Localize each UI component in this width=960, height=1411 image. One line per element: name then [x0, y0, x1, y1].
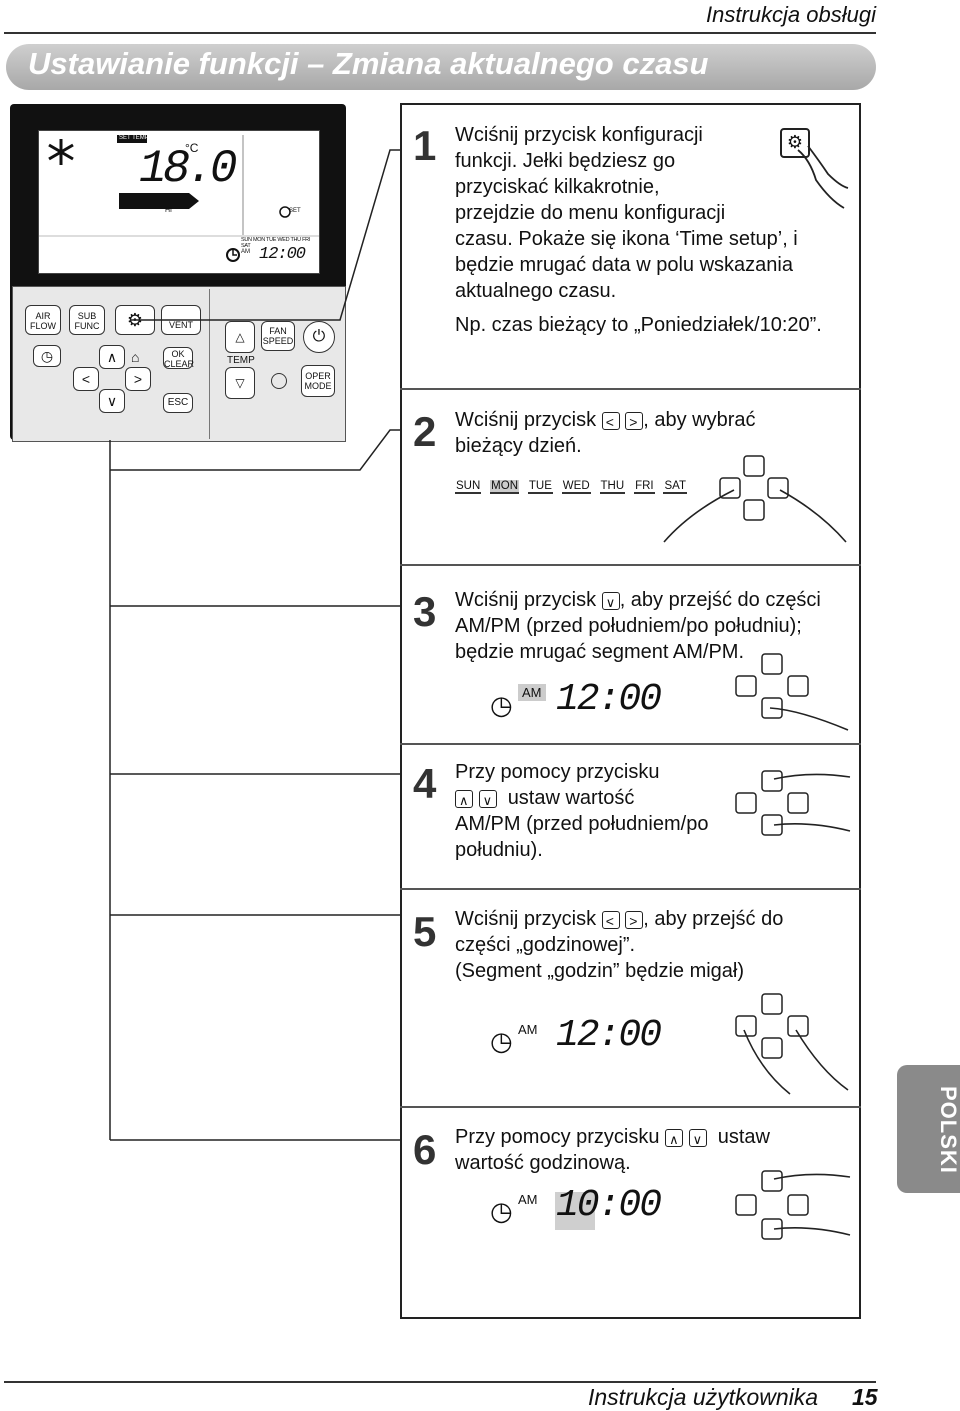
- up-button[interactable]: ∧: [99, 345, 125, 369]
- esc-button[interactable]: ESC: [163, 393, 193, 413]
- power-button[interactable]: ⏻: [303, 321, 335, 353]
- up-key-icon: ∧: [455, 789, 473, 808]
- right-button[interactable]: >: [125, 367, 151, 391]
- step-2-day-row: SUN MON TUE WED THU FRI SAT: [455, 480, 687, 494]
- lcd-set-label: SET: [289, 208, 301, 214]
- lcd-day-row: SUN MON TUE WED THU FRI SAT: [241, 237, 311, 249]
- step-4-keypad-hands: [735, 770, 851, 836]
- left-button[interactable]: <: [73, 367, 99, 391]
- step-6-am-indicator: AM: [518, 1192, 538, 1207]
- triangle-up-icon: △: [235, 330, 245, 344]
- right-key-icon: >: [625, 910, 644, 929]
- header-manual-title: Instrukcja obsługi: [706, 2, 876, 27]
- fan-speed-button[interactable]: FAN SPEED: [261, 321, 295, 351]
- panel-divider: [209, 289, 210, 439]
- indicator-light: [271, 373, 287, 389]
- step-3-am-indicator: AM: [518, 684, 546, 701]
- step-number-4: 4: [413, 760, 437, 807]
- down-key-icon: ∨: [478, 789, 497, 808]
- lcd-am: AM: [241, 249, 250, 255]
- footer-divider: [4, 1381, 876, 1383]
- ok-clear-button[interactable]: OK CLEAR: [163, 347, 195, 369]
- clock-icon: ◷: [490, 1026, 513, 1056]
- sub-func-button[interactable]: SUB FUNC: [69, 305, 105, 335]
- step-number-5: 5: [413, 908, 437, 955]
- step-divider-1: [400, 388, 861, 390]
- connector-lines: [109, 149, 400, 1141]
- step-divider-3: [400, 743, 861, 745]
- step-6-keypad-hands: [735, 1170, 851, 1240]
- section-title-bar: [6, 44, 876, 90]
- step-divider-2: [400, 564, 861, 566]
- left-key-icon: <: [601, 411, 620, 430]
- gear-icon: ⚙: [786, 132, 804, 152]
- step-3-time: 12:00: [556, 678, 662, 721]
- step-6-text: Przy pomocy przycisku ∧ ∨ ustaw wartość …: [455, 1126, 770, 1174]
- clock-icon: ◷: [490, 690, 513, 720]
- steps-panel: [400, 103, 861, 1319]
- step-divider-4: [400, 888, 861, 890]
- step-6-hour-highlight: [555, 1192, 595, 1230]
- left-key-icon: <: [601, 910, 620, 929]
- chevron-down-icon: ∨: [106, 393, 118, 409]
- language-tab-label: POLSKI: [936, 1086, 960, 1174]
- lcd-unit: °C: [185, 141, 199, 155]
- section-title: Ustawianie funkcji – Zmiana aktualnego c…: [28, 46, 709, 81]
- page-number: 15: [852, 1384, 878, 1410]
- power-icon: ⏻: [312, 328, 326, 345]
- temp-down-button[interactable]: ▽: [225, 367, 255, 399]
- controller-lcd: SET TEMP 18.0 °C HI SET SUN MON TUE WED …: [38, 130, 320, 274]
- step-number-6: 6: [413, 1126, 437, 1173]
- step-number-2: 2: [413, 408, 437, 455]
- step-6-time: 10:00: [556, 1184, 662, 1227]
- down-key-icon: ∨: [688, 1128, 707, 1147]
- step-5-am-indicator: AM: [518, 1022, 538, 1037]
- step-3-keypad-hand: [735, 653, 849, 731]
- right-key-icon: >: [625, 411, 644, 430]
- step-5-text: Wciśnij przycisk < >, aby przejść do czę…: [455, 908, 784, 982]
- down-button[interactable]: ∨: [99, 389, 125, 413]
- chevron-left-icon: <: [81, 371, 91, 387]
- function-setting-icon: ⚙: [780, 128, 810, 158]
- lcd-fan-level: HI: [165, 207, 172, 214]
- temp-label: TEMP: [227, 355, 255, 366]
- header-divider: [4, 32, 876, 34]
- chevron-up-icon: ∧: [106, 349, 118, 365]
- step-5-time: 12:00: [556, 1014, 662, 1057]
- chevron-right-icon: >: [133, 371, 143, 387]
- lcd-set-temp: SET TEMP: [119, 135, 149, 141]
- step-1-example: Np. czas bieżący to „Poniedziałek/10:20”…: [455, 314, 822, 336]
- up-key-icon: ∧: [665, 1128, 684, 1147]
- step-divider-5: [400, 1106, 861, 1108]
- temp-up-button[interactable]: △: [225, 321, 255, 353]
- language-tab: [897, 1065, 960, 1193]
- clock-icon: ◷: [490, 1196, 513, 1226]
- down-key-icon: ∨: [601, 591, 620, 610]
- footer-title: Instrukcja użytkownika: [588, 1384, 819, 1410]
- air-flow-button[interactable]: AIR FLOW: [25, 305, 61, 335]
- step-3-text: Wciśnij przycisk ∨, aby przejść do częśc…: [455, 589, 821, 663]
- pointing-hand-icon: [797, 145, 849, 209]
- home-icon: ⌂: [131, 349, 140, 365]
- step-5-keypad-hands: [735, 993, 849, 1095]
- oper-mode-button[interactable]: OPER MODE: [301, 365, 335, 397]
- lcd-graphics: [39, 135, 319, 262]
- snowflake-icon: [48, 139, 74, 165]
- step-4-text: Przy pomocy przycisku ∧ ∨ ustaw wartość …: [455, 761, 709, 861]
- lcd-temperature: 18.0: [139, 143, 237, 195]
- clock-icon: ◷: [40, 348, 54, 364]
- controller-button-panel: AIR FLOW SUB FUNC ⚙ VENT ◷ ∧ < > ∨ ⌂ OK …: [12, 286, 346, 442]
- lcd-time: 12:00: [259, 245, 306, 264]
- step-number-3: 3: [413, 588, 437, 635]
- step-number-1: 1: [413, 122, 437, 169]
- step-2-keypad-hands: [663, 455, 847, 543]
- timer-button[interactable]: ◷: [33, 345, 61, 367]
- step-2-text: Wciśnij przycisk < >, aby wybrać bieżący…: [455, 409, 756, 457]
- triangle-down-icon: ▽: [235, 376, 245, 390]
